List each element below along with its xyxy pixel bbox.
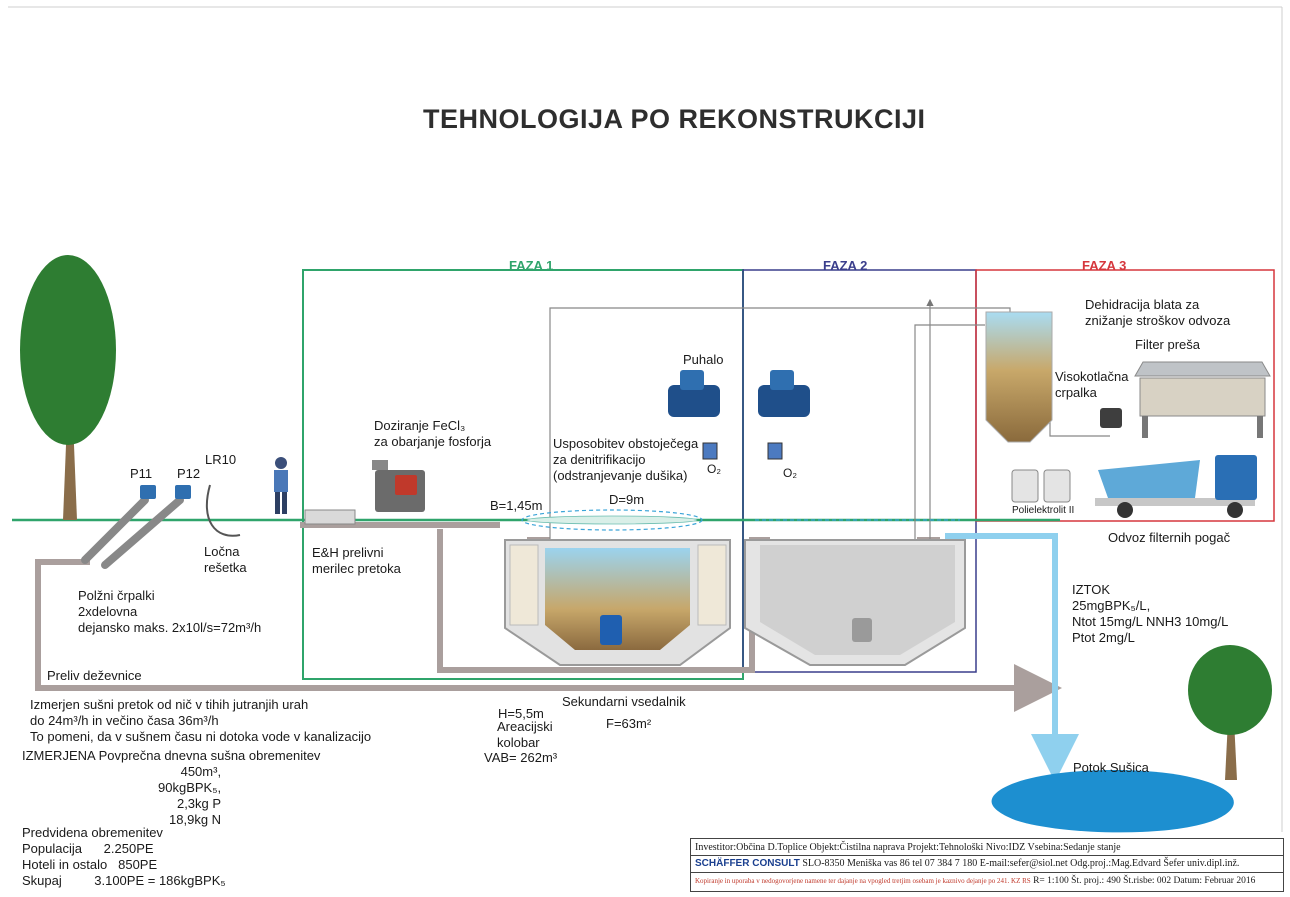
label-usposobitev: Usposobitev obstoječega za denitrifikaci… [553,436,699,483]
curved-screen [205,484,241,537]
screw-pumps [81,496,184,569]
title-block-row3: Kopiranje in uporaba v nedogovorjene nam… [695,876,1255,886]
worker-figure [274,457,288,514]
label-eh-merilec: E&H prelivni merilec pretoka [312,545,401,576]
o2-probe-1 [702,442,718,460]
label-puhalo: Puhalo [683,352,724,367]
tree-right [1188,645,1272,780]
title-block-row2: SCHÄFFER CONSULT SLO-8350 Meniška vas 86… [695,858,1239,869]
o2-probe-2 [767,442,783,460]
high-pressure-pump [1100,408,1122,428]
label-dehidracija: Dehidracija blata za znižanje stroškov o… [1085,297,1231,328]
title-block-row1: Investitor:Občina D.Toplice Objekt:Čisti… [695,842,1121,853]
company-name: SCHÄFFER CONSULT [695,858,800,869]
label-locna-resetka: Ločna rešetka [204,544,247,575]
label-o2-2: O₂ [783,466,797,480]
faza3-label: FAZA 3 [1082,258,1127,273]
faza1-label: FAZA 1 [509,258,554,273]
label-odvoz: Odvoz filternih pogač [1108,530,1231,545]
text-obremenitev-values: 450m³, 90kgBPK₅, 2,3kg P 18,9kg N [158,764,222,827]
label-p11: P11 [130,466,153,481]
text-izmerjena: IZMERJENA Povprečna dnevna sušna obremen… [22,748,321,763]
text-predvidena: Predvidena obremenitev Populacija 2.250P… [22,825,226,888]
title-block: Investitor:Občina D.Toplice Objekt:Čisti… [690,838,1284,892]
label-o2-1: O₂ [707,462,721,476]
label-filter-presa: Filter preša [1135,337,1201,352]
label-d: D=9m [609,492,645,507]
faza3-frame [975,269,1275,522]
drawing-info: R= 1:100 Št. proj.: 490 Št.risbe: 002 Da… [1030,876,1256,886]
stream-pond [991,770,1234,833]
effluent-pipe [945,533,1079,782]
sludge-tank [985,311,1053,443]
flow-meter [304,509,356,525]
label-f: F=63m² [606,716,652,731]
label-preliv: Preliv deževnice [47,668,142,683]
polyelectrolyte-tanks [1011,469,1071,503]
label-h: H=5,5m [498,706,544,721]
faza2-label: FAZA 2 [823,258,868,273]
copyright-note: Kopiranje in uporaba v nedogovorjene nam… [695,877,1031,885]
label-polielektrolit: Polielektrolit II [1012,505,1075,516]
secondary-clarifier [744,519,966,666]
label-sekundarni: Sekundarni vsedalnik [562,694,686,709]
page-title: TEHNOLOGIJA PO REKONSTRUKCIJI [423,104,926,134]
label-p12: P12 [177,466,201,481]
company-address: SLO-8350 Meniška vas 86 tel 07 384 7 180… [799,858,1240,869]
aeration-tank [504,509,731,666]
dosing-station [372,460,425,512]
blower-1 [668,370,720,417]
label-potok: Potok Sušica [1073,760,1149,775]
screw-pump-motors [140,485,191,499]
tree-left [20,255,116,520]
blower-2 [758,370,810,417]
label-areacijski: Areacijski kolobar [497,719,553,750]
filter-press [1134,361,1271,438]
truck [1095,455,1257,518]
label-iztok: IZTOK 25mgBPK₅/L, Ntot 15mg/L NNH3 10mg/… [1072,582,1229,645]
label-doziranje: Doziranje FeCl₃ za obarjanje fosforja [374,418,492,449]
label-vab: VAB= 262m³ [484,750,558,765]
label-b: B=1,45m [490,498,543,513]
text-izmerjen-pretok: Izmerjen sušni pretok od nič v tihih jut… [30,697,372,744]
label-lr10: LR10 [205,452,237,467]
label-visokotlacna: Visokotlačna crpalka [1055,369,1129,400]
label-polzni-crpalki: Polžni črpalki 2xdelovna dejansko maks. … [78,588,262,635]
